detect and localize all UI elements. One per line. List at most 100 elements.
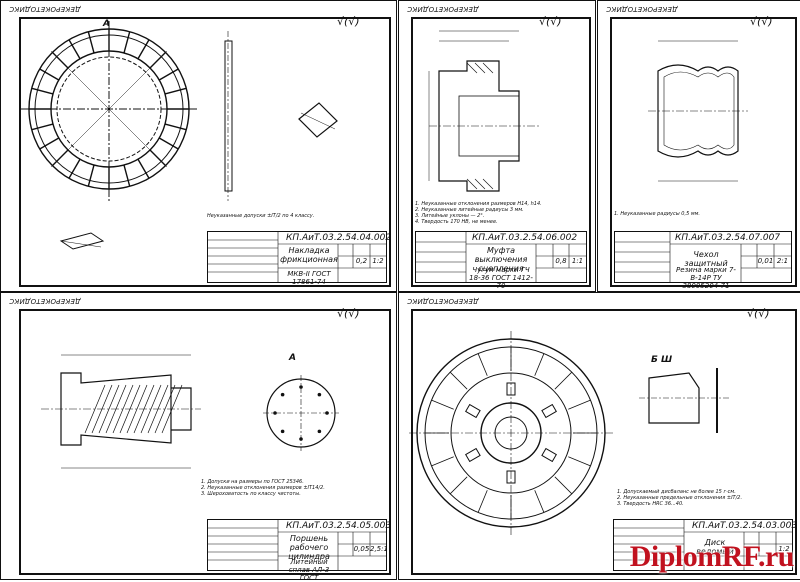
ring-slot-mark (87, 164, 95, 187)
ring-slot-mark (164, 87, 187, 95)
ring-slot-mark (87, 31, 95, 54)
part-name: Диск ведомый (696, 538, 734, 556)
technical-note: 1. Неуказанные отклонения размеров Н14, … (415, 201, 542, 225)
ring-slot-mark (149, 149, 167, 167)
part-material: Резина марки 7-В-14Р ТУ 38005204-71 (676, 266, 736, 290)
disc-segment-line (554, 476, 573, 495)
ring-slot-mark (137, 158, 150, 179)
ring-slot-mark (158, 68, 179, 81)
disc-segment-line (449, 476, 468, 495)
section-label: Б Ш (651, 355, 673, 365)
damper-spring-window (465, 447, 481, 463)
title-block: КП.АиТ.03.2.54.04.002 Накладка фрикционн… (207, 231, 391, 286)
drawing-sheet-driven-disc: ДЕКЕРОКЕТОДИКС √(√) Б Ш 1. Допускаемый д… (398, 292, 800, 580)
section-hatch (112, 384, 134, 434)
ring-slot-mark (51, 51, 69, 69)
technical-note: 1. Допускаемый дисбаланс не более 15 г·с… (617, 489, 743, 507)
drawing-code: КП.АиТ.03.2.54.05.003 (286, 521, 392, 531)
drawing-scale: 1:1 (571, 257, 584, 265)
hole-mark (325, 411, 329, 415)
drawing-scale: 2,5:1 (370, 545, 388, 553)
section-hatch (91, 384, 113, 434)
ring-slot-mark (123, 31, 131, 54)
roughness-symbol: √(√) (337, 15, 360, 28)
section-hatch (105, 384, 127, 434)
part-mass: 0,8 (555, 257, 567, 265)
drawing-frame (411, 17, 591, 287)
damper-spring-window (541, 403, 557, 419)
part-name: Накладка фрикционная (280, 246, 338, 264)
drawing-sheet-friction-lining: ДЕКЕРОКЕТОДИКС √(√) А Неуказанные допуск… (0, 0, 397, 292)
drawing-frame (610, 17, 797, 287)
disc-segment-line (568, 456, 591, 467)
ring-slot-mark (164, 123, 187, 131)
damper-spring-window (506, 382, 516, 396)
watermark-logo: DiplomRF.ru (629, 540, 795, 573)
damper-spring-window (506, 470, 516, 484)
title-block: КП.АиТ.03.2.54.05.003 Поршень рабочего ц… (207, 519, 391, 582)
hole-mark (273, 411, 277, 415)
hole-mark (299, 437, 303, 441)
section-hatch (126, 384, 148, 434)
ring-slot-mark (31, 123, 54, 131)
disc-segment-line (449, 371, 468, 390)
section-hatch (119, 384, 141, 434)
friction-ring-drawing (21, 21, 338, 250)
hole-mark (317, 429, 322, 434)
disc-segment-line (431, 456, 454, 467)
ring-slot-mark (31, 87, 54, 95)
roughness-symbol: √(√) (539, 15, 562, 28)
ring-slot-mark (39, 68, 60, 81)
drawing-scale: 2:1 (776, 257, 789, 265)
part-material: МКВ-II ГОСТ 17861-74 (287, 270, 331, 286)
hole-mark (317, 392, 322, 397)
ring-slot-mark (68, 39, 81, 60)
drawing-code: КП.АиТ.03.2.54.07.007 (675, 233, 781, 243)
damper-spring-window (541, 447, 557, 463)
roughness-symbol: √(√) (337, 307, 360, 320)
release-sleeve-drawing (428, 30, 539, 192)
drawing-sheet-piston: ДЕКЕРОКЕТОДИКС √(√) А 1. Допуски на разм… (0, 292, 397, 582)
drawing-code: КП.АиТ.03.2.54.03.003 (692, 521, 798, 531)
part-name: Чехол защитный (684, 250, 728, 268)
ring-slot-mark (158, 137, 179, 150)
title-block: КП.АиТ.03.2.54.07.007 Чехол защитный Рез… (614, 231, 792, 290)
part-mass: 0,05 (353, 545, 370, 553)
ring-slot-mark (137, 39, 150, 60)
ring-slot-mark (51, 149, 69, 167)
protective-boot-drawing (648, 40, 748, 182)
ring-slot-mark (123, 164, 131, 187)
disc-segment-line (568, 399, 591, 410)
title-block: КП.АиТ.03.2.54.06.002 Муфта выключения с… (415, 231, 587, 290)
part-name: Поршень рабочего цилиндра (288, 534, 330, 561)
disc-segment-line (534, 353, 545, 376)
hole-mark (280, 392, 285, 397)
title-block: КП.АиТ.03.2.54.03.003 Диск ведомый 1:2 (613, 519, 797, 571)
piston-drawing (41, 354, 339, 469)
view-label: А (289, 353, 296, 363)
drawing-code: КП.АиТ.03.2.54.06.002 (472, 233, 578, 243)
section-hatch (133, 384, 155, 434)
part-name: Муфта выключения сцепления (474, 246, 528, 273)
technical-note: Неуказанные допуски ±IT/2 по 4 классу. (207, 213, 315, 219)
view-label: А (103, 19, 110, 29)
section-hatch (140, 384, 162, 434)
hole-mark (299, 385, 303, 389)
drawing-frame (19, 17, 391, 287)
section-hatch (154, 384, 176, 434)
drawing-sheet-protective-boot: ДЕКЕРОКЕТОДИКС √(√) 1. Неуказанные радиу… (597, 0, 800, 292)
disc-segment-line (431, 399, 454, 410)
part-mass: 0,2 (355, 257, 368, 265)
drawing-sheet-release-sleeve: ДЕКЕРОКЕТОДИКС √(√) 1. Неуказанные откло… (398, 0, 596, 292)
section-hatch (98, 384, 120, 434)
section-hatch (84, 384, 106, 434)
ring-slot-mark (39, 137, 60, 150)
drawing-frame (411, 309, 797, 575)
technical-note: 1. Неуказанные радиусы 0,5 мм. (614, 211, 700, 217)
part-mass: 0,01 (757, 257, 774, 265)
section-hatch (161, 384, 183, 434)
drawing-scale: 1:2 (778, 545, 790, 553)
part-material: Литейный сплав АЛ-3 ГОСТ (288, 558, 330, 582)
part-material: Чугун марки ГЧ 18-36 ГОСТ 1412-70 (469, 266, 533, 290)
ring-slot-mark (149, 51, 167, 69)
